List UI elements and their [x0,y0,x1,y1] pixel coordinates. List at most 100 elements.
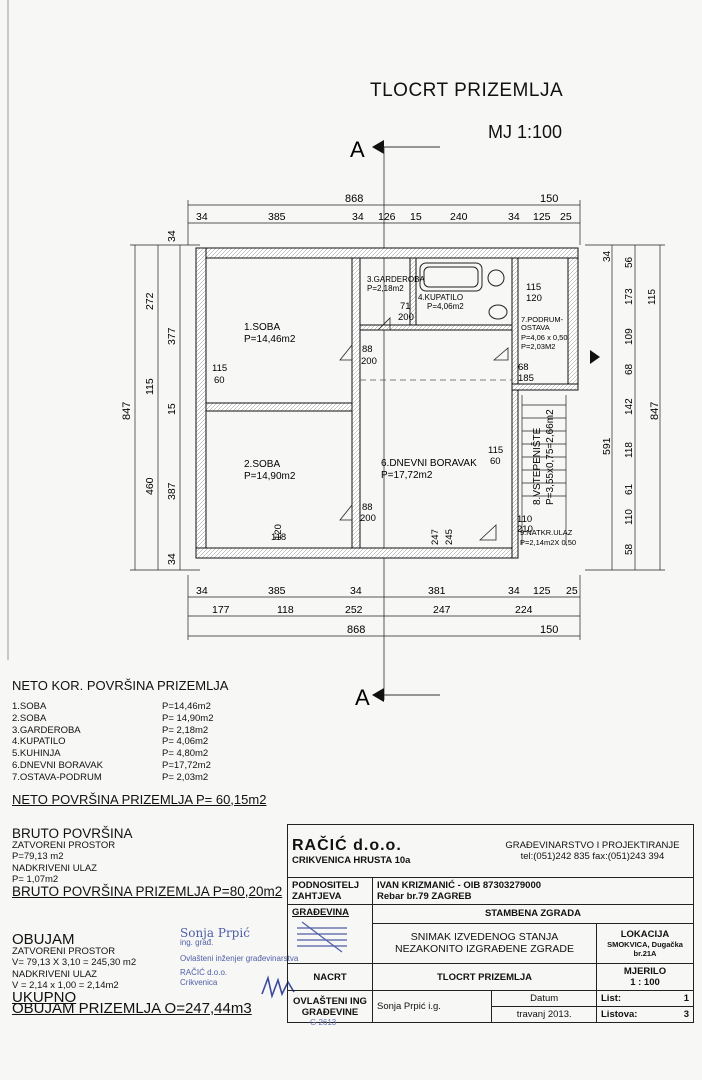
listova-label: Listova: [601,1009,638,1020]
dim-right-part: 110 [624,509,635,525]
opening-dim: 120 [526,293,542,304]
neto-total: NETO POVRŠINA PRIZEMLJA P= 60,15m2 [12,791,267,807]
room-name: 4.KUPATILO [12,736,66,748]
room-7-area: P=2,03M2 [521,342,555,351]
section-mark-bottom: A [355,685,370,710]
dim-left-part: 377 [166,327,178,345]
bruto-line: P=79,13 m2 [12,851,64,862]
nacrt-value: TLOCRT PRIZEMLJA [372,963,597,991]
dim-top-part: 126 [378,211,396,223]
room-name: 6.DNEVNI BORAVAK [12,759,103,771]
dim-right-part: 118 [624,442,635,458]
room-9-calc: P=2,14m2X 0,50 [520,538,576,547]
section-arrow-top [372,140,384,154]
bathtub-icon [419,262,483,292]
dim-top-part: 240 [450,211,468,223]
opening-dim: 200 [361,356,377,367]
dim-right-part: 56 [624,256,635,268]
room-labels: 1.SOBA P=14,46m2 2.SOBA P=14,90m2 3.GARD… [244,275,576,547]
obujam-heading: OBUJAM [12,931,75,948]
section-mark-top: A [350,137,365,162]
podnositelj-address: Rebar br.79 ZAGREB [377,891,472,902]
dim-right-part: 61 [624,483,635,495]
obujam-line: V = 2,14 x 1,00 = 2,14m2 [12,980,119,991]
dim-left-part: 34 [166,553,178,565]
dim-left-part: 272 [144,292,156,310]
opening-dim: 88 [362,344,373,355]
opening-dim: 247 [430,529,441,545]
obujam-ukupno: UKUPNO [12,988,77,1006]
dim-bottom-row2: 177 118 252 247 224 [212,604,533,616]
room-9-name: 9.NATKR.ULAZ [520,528,573,537]
listova-value: 3 [683,1009,689,1020]
door-swings [339,317,509,541]
gradevina-label: GRAĐEVINA [292,907,350,918]
dim-left-part: 15 [166,403,178,415]
list-value: 1 [683,993,689,1004]
dim-bottom-part: 381 [428,585,446,597]
room-name: 7.OSTAVA-PODRUM [12,771,102,783]
company-services: GRAĐEVINARSTVO I PROJEKTIRANJE [505,840,680,851]
dim-top-total: 868 [345,193,363,205]
dim-left-part: 387 [166,482,178,500]
dim-right-part: 173 [624,288,635,305]
dim-top-part: 385 [268,211,286,223]
room-name: 5.KUHINJA [12,748,61,760]
dim-top-part: 34 [508,211,520,223]
opening-dim: 200 [398,312,414,323]
room-8-calc: P=3,55x0,75=2,66m2 [545,409,556,505]
stamp-line: RAČIĆ d.o.o. [180,968,228,977]
room-7-name2: OSTAVA [521,323,550,332]
stamp-line: Ovlašteni inženjer građevinarstva [180,954,299,963]
bottom-dimensions [187,575,581,640]
room-4-area: P=4,06m2 [427,302,464,311]
opening-dim: 115 [488,445,503,456]
room-3-area: P=2,18m2 [367,284,404,293]
room-8-name: 8.VSTEPENIŠTE [530,427,543,505]
title-block: RAČIĆ d.o.o. CRIKVENICA HRUSTA 10a GRAĐE… [286,824,694,1023]
dim-bottom-part: 118 [277,604,294,616]
walls [195,247,579,559]
dim-left-outer: 847 [121,402,133,420]
company-address: CRIKVENICA HRUSTA 10a [292,854,411,866]
gradevina-value: STAMBENA ZGRADA [372,904,694,924]
room-2-name: 2.SOBA [244,459,280,470]
stamp-line: Crikvenica [180,978,218,987]
dim-top-part: 34 [196,211,208,223]
obujam-line: ZATVORENI PROSTOR [12,945,116,957]
room-1-name: 1.SOBA [244,322,280,333]
dim-right-part: 142 [624,398,635,415]
obujam-total: OBUJAM PRIZEMLJA O=247,44m3 [12,1000,252,1017]
dim-bottom-part: 34 [196,585,208,597]
drawing-scale: MJ 1:100 [488,122,563,142]
section-arrow-bottom [372,688,384,702]
opening-dim: 115 [212,363,227,374]
datum-value: travanj 2013. [491,1006,597,1023]
list-label: List: [601,993,622,1004]
mjerilo-label: MJERILO [623,966,667,977]
dim-right-part: 109 [624,328,635,345]
company-phone: tel:(051)242 835 fax:(051)243 394 [520,851,665,862]
bathtub-inner-icon [423,266,479,288]
opening-dim: 60 [214,375,225,386]
dim-bottom-part: 34 [508,585,520,597]
opening-dim: 71 [400,301,411,312]
dim-left-part: 460 [144,477,156,495]
room-7-calc: P=4,06 x 0,50 [521,333,568,342]
room-area: P=14,46m2 [162,701,211,712]
dim-top-parts: 34 385 34 126 15 240 34 125 25 [196,211,572,223]
room-name: 2.SOBA [12,712,47,724]
opening-dim: 210 [517,524,533,535]
dim-right-part: 115 [647,289,658,305]
room-name: 3.GARDEROBA [12,724,81,736]
dim-bottom-part: 385 [268,585,286,597]
dim-left-part: 115 [144,378,156,395]
bruto-line: ZATVORENI PROSTOR [12,839,116,851]
right-section-arrow [590,350,600,364]
datum-label: Datum [491,990,597,1007]
dim-bottom-row1: 34 385 34 381 34 125 25 [196,585,578,597]
